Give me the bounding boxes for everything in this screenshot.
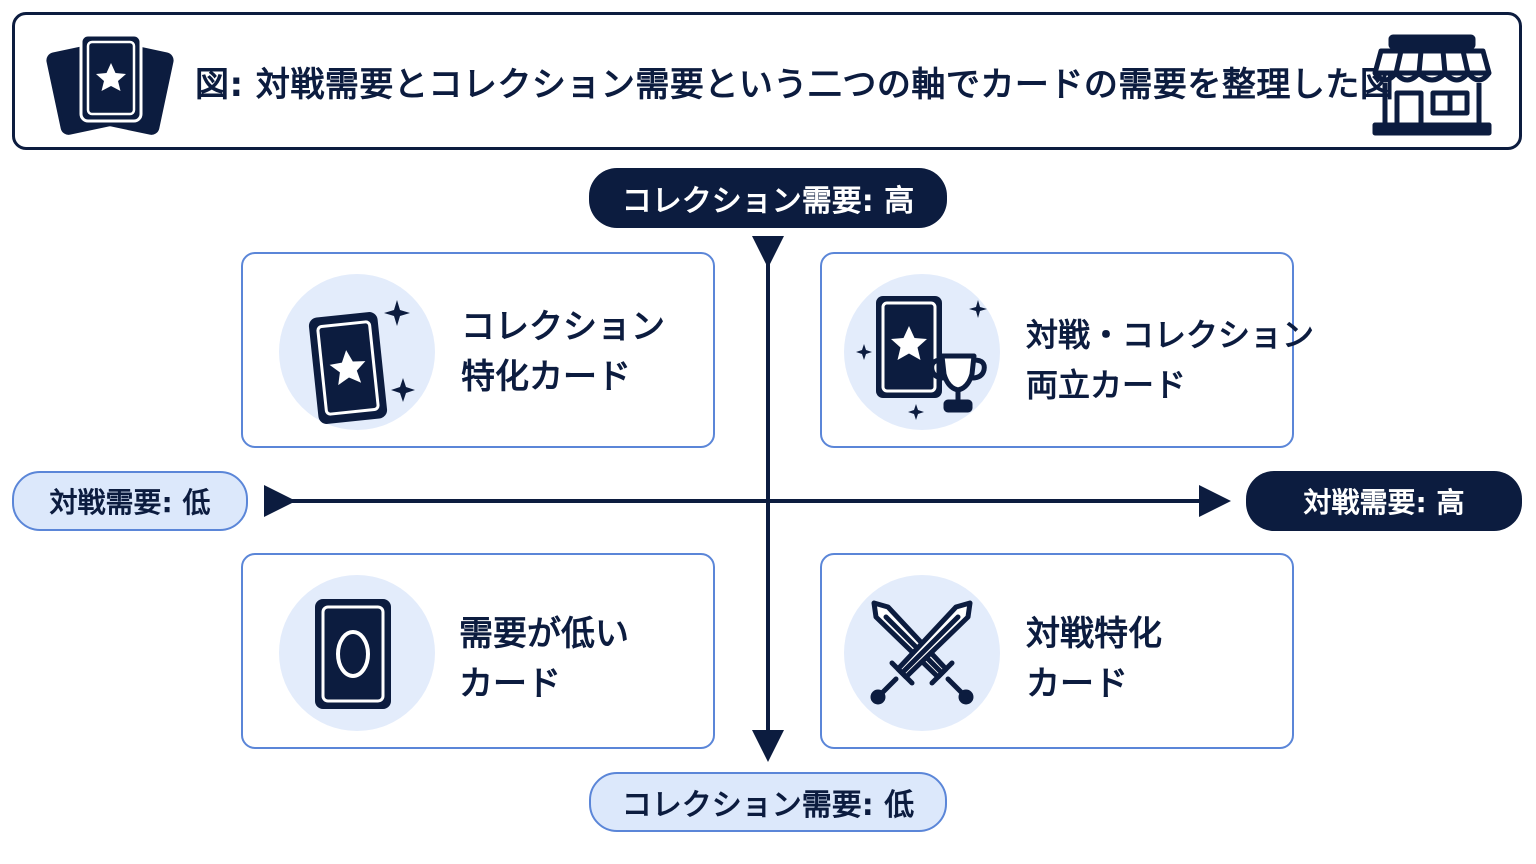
quadrant-battle-and-collection: 対戦・コレクション 両立カード — [820, 252, 1314, 448]
quadrant-label: 対戦特化 カード — [1026, 609, 1162, 709]
quadrant-label-line2: 両立カード — [1026, 366, 1187, 404]
quadrant-icon-circle — [279, 274, 435, 430]
quadrant-label: 需要が低い カード — [459, 609, 629, 709]
quadrant-label-line1: コレクション — [461, 307, 665, 347]
star-card-sparkle-icon — [308, 300, 415, 424]
page-title: 図: 対戦需要とコレクション需要という二つの軸でカードの需要を整理した図 — [195, 64, 1395, 105]
quadrant-collection-specialized: コレクション 特化カード — [241, 252, 715, 448]
quadrant-label-line2: 特化カード — [461, 357, 631, 397]
store-icon — [1372, 34, 1492, 136]
plain-card-icon — [315, 599, 391, 709]
cards-star-icon — [46, 33, 174, 135]
quadrant-battle-specialized: 対戦特化 カード — [820, 553, 1294, 749]
quadrant-icon-circle — [844, 274, 1000, 430]
crossed-swords-icon — [870, 600, 974, 705]
quadrant-label: 対戦・コレクション 両立カード — [1026, 310, 1314, 410]
card-trophy-icon — [856, 296, 987, 420]
y-axis-low-label: コレクション需要: 低 — [589, 772, 947, 832]
header-banner: 図: 対戦需要とコレクション需要という二つの軸でカードの需要を整理した図 — [12, 12, 1522, 150]
x-axis-low-label: 対戦需要: 低 — [12, 471, 248, 531]
quadrant-icon-circle — [844, 575, 1000, 731]
quadrant-label-line2: カード — [459, 664, 561, 704]
x-axis-high-label: 対戦需要: 高 — [1246, 471, 1522, 531]
quadrant-label-line1: 対戦特化 — [1026, 614, 1162, 654]
quadrant-label-line1: 対戦・コレクション — [1026, 316, 1315, 354]
quadrant-low-demand: 需要が低い カード — [241, 553, 715, 749]
quadrant-label-line1: 需要が低い — [459, 614, 629, 654]
quadrant-label: コレクション 特化カード — [461, 302, 665, 402]
quadrant-label-line2: カード — [1026, 664, 1128, 704]
quadrant-icon-circle — [279, 575, 435, 731]
y-axis-high-label: コレクション需要: 高 — [589, 168, 947, 228]
